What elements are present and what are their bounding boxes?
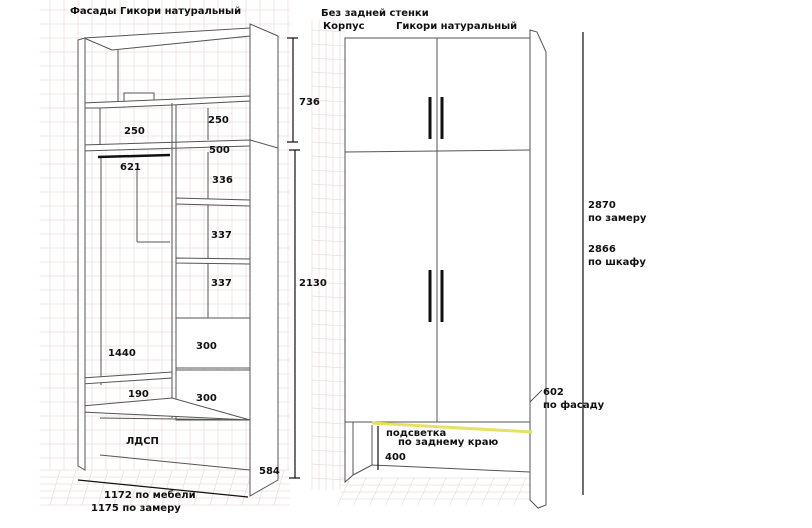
hanging-rod	[97, 153, 171, 159]
note-no-back: Без задней стенки	[321, 8, 429, 19]
closed-wardrobe-view	[344, 29, 584, 509]
dim-584: 584	[259, 466, 280, 477]
width-measured: 1175 по замеру	[91, 503, 181, 514]
dim-337-b: 337	[211, 278, 232, 289]
shelf-1	[175, 197, 251, 207]
dim-337-a: 337	[211, 230, 232, 241]
facade-label: Гикори натуральный	[396, 21, 517, 32]
niche-height: 400	[385, 452, 406, 463]
body-label: Корпус	[323, 21, 365, 32]
height-measured-value: 2870	[588, 200, 616, 211]
dim-2130: 2130	[299, 278, 327, 289]
left-side-panel	[77, 37, 86, 471]
facade-depth-value: 602	[543, 387, 564, 398]
lighting-line1: подсветка	[386, 428, 446, 439]
open-wardrobe-view	[77, 23, 300, 498]
shelf-2	[175, 257, 251, 265]
dim-736: 736	[299, 97, 320, 108]
cabinet-side	[529, 29, 547, 509]
right-side-panel	[249, 23, 279, 497]
plinth-material: ЛДСП	[126, 436, 159, 447]
dim-190: 190	[128, 389, 149, 400]
dim-250-left: 250	[124, 126, 145, 137]
lighting-line2: по заднему краю	[398, 437, 498, 448]
dim-621: 621	[120, 162, 141, 173]
dim-300-b: 300	[196, 393, 217, 404]
height-cabinet-label: по шкафу	[588, 256, 646, 268]
dim-500: 500	[209, 145, 230, 156]
width-furniture: 1172 по мебели	[104, 489, 196, 501]
dim-1440: 1440	[108, 348, 136, 359]
top-panel	[83, 27, 251, 51]
shelf-top	[81, 95, 251, 109]
lighting-strip	[371, 421, 533, 434]
mezzanine-split	[344, 149, 531, 153]
dim-336: 336	[212, 175, 233, 186]
dim-300-a: 300	[196, 341, 217, 352]
facade-depth-label: по фасаду	[543, 399, 605, 411]
dim-250-right: 250	[208, 115, 229, 126]
height-cabinet-value: 2866	[588, 244, 616, 255]
left-title: Фасады Гикори натуральный	[70, 6, 241, 17]
height-measured-label: по замеру	[588, 213, 647, 224]
leg-left	[344, 421, 354, 484]
